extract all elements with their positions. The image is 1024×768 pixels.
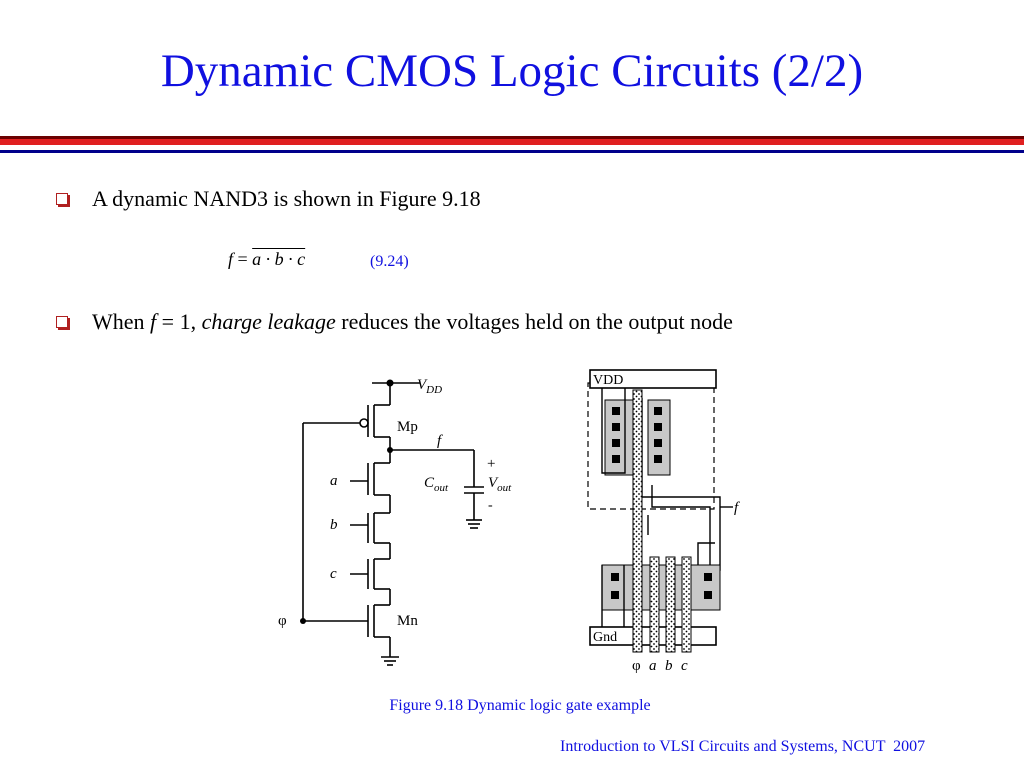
clock-phi-label: φ (278, 613, 287, 629)
layout-pin-a: a (649, 658, 657, 674)
eq-rhs: a · b · c (252, 249, 306, 269)
input-c-label: c (330, 566, 337, 582)
bullet-1-text: A dynamic NAND3 is shown in Figure 9.18 (92, 186, 481, 211)
vdd-label: VDD (417, 377, 442, 396)
bullet-square-icon (56, 193, 68, 205)
bullet-2-emph: charge leakage (201, 309, 336, 334)
plus-label: + (487, 456, 495, 472)
title-rule-red (0, 139, 1024, 145)
bullet-2-prefix: When (92, 309, 151, 334)
layout-gnd-label: Gnd (593, 630, 617, 645)
vout-label: Vout (488, 475, 512, 494)
minus-label: - (488, 498, 493, 513)
eq-lhs: f (228, 249, 234, 269)
layout-vdd-label: VDD (593, 373, 623, 388)
eq-sign: = (233, 249, 253, 269)
cout-label: Cout (424, 475, 449, 494)
bullet-2-suffix: reduces the voltages held on the output … (335, 309, 733, 334)
layout-pin-b: b (665, 658, 673, 674)
layout-pin-phi: φ (632, 658, 641, 674)
layout-out-label: f (734, 500, 740, 516)
title-rule-blue (0, 150, 1024, 153)
slide-title: Dynamic CMOS Logic Circuits (2/2) (160, 45, 864, 97)
out-f-label: f (437, 433, 443, 449)
circuit-schematic: VDD Mp f + Cout Vout - a b c φ Mn (278, 377, 512, 666)
title-rule-dark (0, 136, 1024, 139)
layout-diagram: VDD f Gnd φ a b c (587, 369, 740, 674)
equation-number: (9.24) (370, 253, 409, 270)
equation: f = a · b · c (228, 249, 305, 270)
bullet-2-mid: = 1, (156, 309, 202, 334)
layout-pin-c: c (681, 658, 688, 674)
bullet-2-f: f (150, 309, 157, 334)
mn-label: Mn (397, 613, 418, 629)
bullet-square-icon (56, 316, 68, 328)
input-b-label: b (330, 517, 338, 533)
figure-caption: Figure 9.18 Dynamic logic gate example (389, 697, 651, 714)
slide-footer: Introduction to VLSI Circuits and System… (560, 738, 926, 755)
bullet-1: A dynamic NAND3 is shown in Figure 9.18 (56, 186, 481, 212)
bullet-2: When f = 1, charge leakage reduces the v… (56, 309, 733, 335)
mp-label: Mp (397, 419, 418, 435)
input-a-label: a (330, 473, 338, 489)
